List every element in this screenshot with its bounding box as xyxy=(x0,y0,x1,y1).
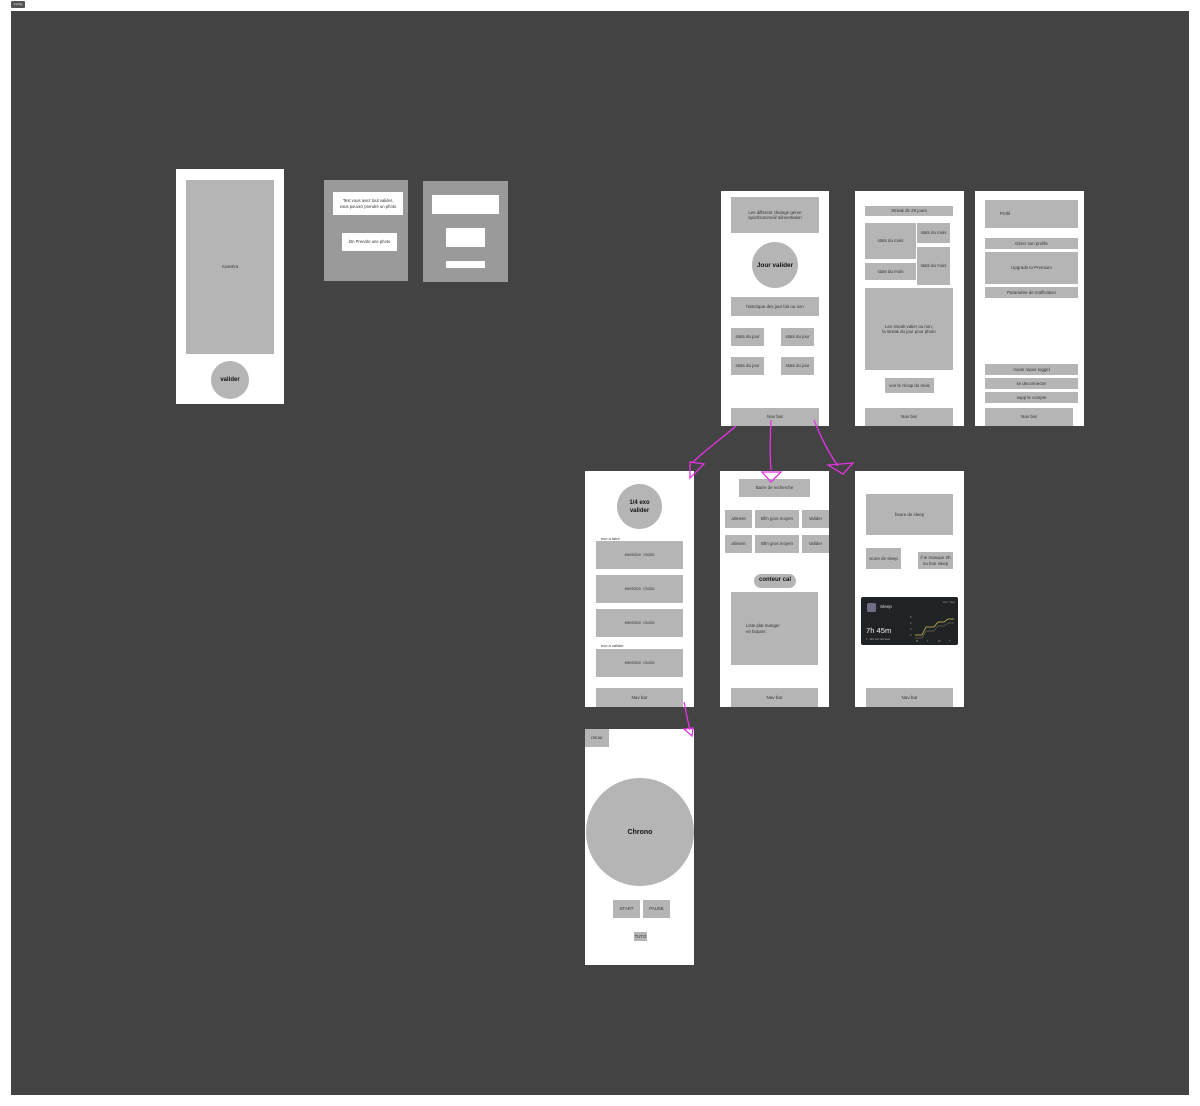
nav-bar[interactable]: Nav bar xyxy=(731,408,819,426)
sleep-score-card: score de sleep xyxy=(866,548,901,569)
month-stats-card[interactable]: stats du mois xyxy=(917,223,950,243)
start-button[interactable]: START xyxy=(613,900,640,918)
sleep-trend-chart: 8 6 4 2 M T W T xyxy=(910,615,954,643)
chrono-timer: Chrono xyxy=(586,778,694,886)
delete-account-button[interactable]: supp le compte xyxy=(985,392,1078,403)
exercise-timer: crono xyxy=(643,660,655,666)
logout-button[interactable]: se deconnecter xyxy=(985,378,1078,389)
notification-settings-button[interactable]: Paramètre de notification xyxy=(985,287,1078,298)
empty-popup-screen xyxy=(423,181,508,282)
exercise-name: exercice xyxy=(624,660,641,666)
popup-button-placeholder[interactable] xyxy=(446,261,485,268)
chrono-screen: retour Chrono START PAUSE TUTO xyxy=(585,729,694,965)
month-recap-button[interactable]: voir le récap du mois xyxy=(885,378,934,393)
exercise-item[interactable]: exercice crono xyxy=(596,575,683,603)
rest-mode-toggle[interactable]: mode repos toggel xyxy=(985,364,1078,375)
nav-bar[interactable]: Nav bar xyxy=(866,688,953,707)
exercise-timer: crono xyxy=(643,620,655,626)
x-tick: T xyxy=(927,639,929,643)
day-stats-card[interactable]: stats du jour xyxy=(731,328,764,346)
y-tick: 6 xyxy=(910,621,912,625)
exercise-name: exercice xyxy=(624,586,641,592)
photo-popup-screen: Text vous avez tout valider, vous pouvez… xyxy=(324,180,408,281)
sleep-screen: heure de sleep score de sleep il te manq… xyxy=(855,471,964,707)
sleep-hours-card: heure de sleep xyxy=(866,494,953,535)
food-fat: Bfm gros moyen xyxy=(755,510,799,528)
x-tick: M xyxy=(916,639,918,643)
sleep-widget[interactable]: Sleep Last 7 days 7h 45m 4 · 10m from la… xyxy=(861,597,958,645)
day-stats-card[interactable]: stats du jour xyxy=(781,328,814,346)
y-tick: 8 xyxy=(910,615,912,619)
streak-banner: Streak de 29 jours xyxy=(865,206,953,216)
food-validate-button[interactable]: Valider xyxy=(802,510,829,528)
day-validated-badge: Jour valider xyxy=(752,242,798,288)
nav-bar[interactable]: Nav bar xyxy=(865,408,953,426)
exercise-progress-badge: 1/4 exo valider xyxy=(617,484,662,529)
home-screen: Les different chiange genre sport/sommei… xyxy=(721,191,829,426)
month-stats-card[interactable]: stats du mois xyxy=(917,247,950,285)
manage-profile-button[interactable]: Gérer son profile xyxy=(985,238,1078,249)
design-canvas: Caméra valider Text vous avez tout valid… xyxy=(11,11,1189,1095)
exercise-screen: 1/4 exo valider exo a faire exercice cro… xyxy=(585,471,694,707)
popup-message: Text vous avez tout valider, vous pouvez… xyxy=(333,192,403,215)
day-stats-card[interactable]: stats du jour xyxy=(731,357,764,375)
tuto-button[interactable]: TUTO xyxy=(634,932,647,941)
eaten-meals-list[interactable]: Liste plat manger en bopars xyxy=(731,592,818,665)
camera-view[interactable]: Caméra xyxy=(186,180,274,354)
month-stats-card[interactable]: stats du mois xyxy=(865,263,916,280)
sleep-widget-caption: 4 · 10m from last week xyxy=(866,638,891,641)
y-tick: 2 xyxy=(910,633,912,637)
food-screen: Barre de recherche aliment Bfm gros moye… xyxy=(720,471,829,707)
streak-calendar[interactable]: Les streak valier ou non; la streak du j… xyxy=(865,288,953,370)
sleep-trend-line xyxy=(915,618,954,636)
sleep-widget-value: 7h 45m xyxy=(866,626,892,635)
canvas-tag: Config xyxy=(11,1,25,8)
x-tick: T xyxy=(949,639,951,643)
camera-screen: Caméra valider xyxy=(176,169,284,404)
search-bar[interactable]: Barre de recherche xyxy=(739,479,810,497)
pause-button[interactable]: PAUSE xyxy=(643,900,670,918)
stats-screen: Streak de 29 jours stats du mois stats d… xyxy=(855,191,964,426)
category-banner[interactable]: Les different chiange genre sport/sommei… xyxy=(731,197,819,233)
upgrade-premium-button[interactable]: Upgrade to Premium xyxy=(985,252,1078,284)
popup-body-placeholder xyxy=(446,228,485,247)
food-validate-button[interactable]: Valider xyxy=(802,535,829,553)
month-stats-card[interactable]: stats du mois xyxy=(865,223,916,259)
exercise-timer: crono xyxy=(643,586,655,592)
exercise-name: exercice xyxy=(624,552,641,558)
sleep-trend-line xyxy=(915,622,954,639)
exercise-item[interactable]: exercice crono xyxy=(596,649,683,677)
food-fat: Bfm gros moyen xyxy=(755,535,799,553)
exercise-timer: crono xyxy=(643,552,655,558)
todo-label: exo a faire xyxy=(601,536,620,541)
validate-button[interactable]: valider xyxy=(211,361,249,399)
food-name: aliment xyxy=(725,510,752,528)
exercise-item[interactable]: exercice crono xyxy=(596,541,683,569)
profile-header[interactable]: Profil xyxy=(985,200,1078,228)
nav-bar[interactable]: Nav bar xyxy=(596,688,683,707)
sleep-widget-title: Sleep xyxy=(880,604,892,609)
exercise-item[interactable]: exercice crono xyxy=(596,609,683,637)
sleep-missing-card: il te manque 2h ou bon sleep xyxy=(918,552,953,569)
x-tick: W xyxy=(938,639,941,643)
back-button[interactable]: retour xyxy=(585,729,609,747)
take-photo-button[interactable]: btn Prendre une photo xyxy=(342,233,397,251)
moon-icon xyxy=(867,603,876,612)
popup-title-placeholder xyxy=(432,195,499,214)
done-label: exo a valider xyxy=(601,643,624,648)
calorie-counter: conteur cal xyxy=(754,574,796,588)
day-stats-card[interactable]: stats du jour xyxy=(781,357,814,375)
nav-bar[interactable]: Nav bar xyxy=(731,688,818,707)
sleep-widget-range: Last 7 days xyxy=(942,601,955,604)
y-tick: 4 xyxy=(910,627,912,631)
food-name: aliment xyxy=(725,535,752,553)
exercise-name: exercice xyxy=(624,620,641,626)
history-bar[interactable]: historique des jour fait ou non xyxy=(731,297,819,316)
profile-screen: Profil Gérer son profile Upgrade to Prem… xyxy=(975,191,1084,426)
nav-bar[interactable]: Nav bar xyxy=(985,408,1073,426)
